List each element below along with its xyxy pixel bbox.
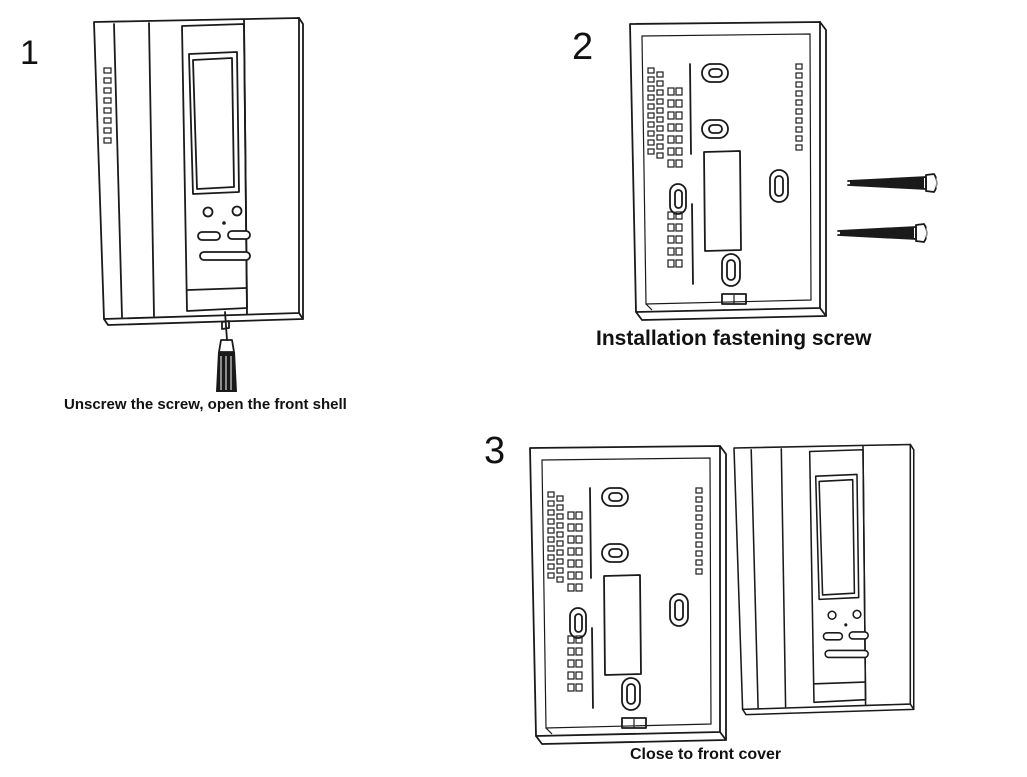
- step-3-number: 3: [484, 430, 506, 472]
- step-2-caption: Installation fastening screw: [596, 327, 872, 350]
- fastening-screw-icon: [837, 223, 928, 243]
- step-1-caption: Unscrew the screw, open the front shell: [64, 396, 347, 413]
- step-2-number: 2: [572, 26, 594, 68]
- step-3-back-plate: [529, 445, 727, 745]
- step-1-front-unit: [93, 17, 304, 326]
- step-1-number: 1: [20, 34, 39, 72]
- step-3-front-cover: [733, 443, 915, 716]
- step-2-back-plate: [629, 21, 827, 321]
- fastening-screw-icon: [847, 173, 938, 193]
- screwdriver-icon: [216, 311, 237, 392]
- step-3-caption: Close to front cover: [630, 746, 782, 763]
